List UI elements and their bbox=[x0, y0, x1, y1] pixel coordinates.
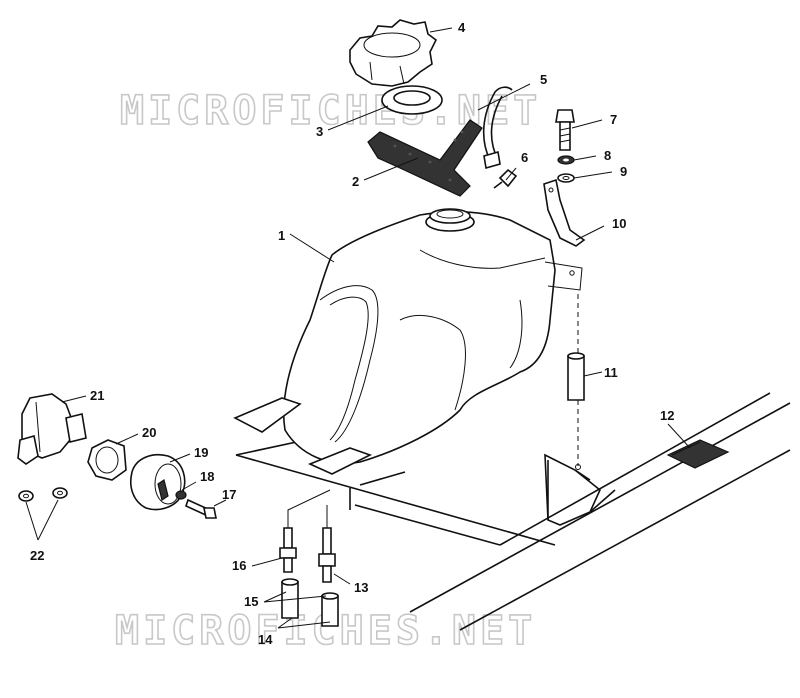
callout-9: 9 bbox=[620, 164, 627, 179]
screw-17 bbox=[185, 498, 217, 519]
hex-nut-20 bbox=[87, 439, 127, 481]
callout-22: 22 bbox=[30, 548, 44, 563]
cap-gasket bbox=[381, 85, 443, 115]
fuel-cap bbox=[349, 19, 438, 87]
washer-9 bbox=[557, 173, 575, 183]
valve-knob-19 bbox=[130, 454, 186, 511]
bolt-7 bbox=[555, 109, 575, 151]
spacer-11 bbox=[567, 352, 585, 401]
callout-18: 18 bbox=[200, 469, 214, 484]
fitting-13 bbox=[318, 527, 336, 583]
fuel-tank bbox=[233, 208, 583, 475]
callout-20: 20 bbox=[142, 425, 156, 440]
fitting-leader-lines bbox=[287, 489, 331, 528]
decal-12 bbox=[666, 439, 730, 469]
callout-4: 4 bbox=[458, 20, 466, 35]
callout-6: 6 bbox=[521, 150, 528, 165]
hose-clamp-right bbox=[321, 592, 339, 627]
callout-1: 1 bbox=[278, 228, 285, 243]
bracket-10 bbox=[543, 178, 586, 247]
callout-10: 10 bbox=[612, 216, 626, 231]
callout-2: 2 bbox=[352, 174, 359, 189]
callout-11: 11 bbox=[604, 365, 618, 380]
foam-pad bbox=[367, 119, 483, 197]
callout-17: 17 bbox=[222, 487, 236, 502]
callout-12: 12 bbox=[660, 408, 674, 423]
frame-rails bbox=[235, 392, 791, 631]
leader-lines bbox=[25, 27, 691, 629]
callout-21: 21 bbox=[90, 388, 104, 403]
washer-22a bbox=[18, 490, 34, 502]
fitting-16 bbox=[279, 527, 297, 573]
callout-3: 3 bbox=[316, 124, 323, 139]
callout-13: 13 bbox=[354, 580, 368, 595]
callout-16: 16 bbox=[232, 558, 246, 573]
washer-8 bbox=[557, 155, 575, 165]
callout-7: 7 bbox=[610, 112, 617, 127]
callout-19: 19 bbox=[194, 445, 208, 460]
washer-22b bbox=[52, 487, 68, 499]
callout-5: 5 bbox=[540, 72, 547, 87]
fuel-valve-21 bbox=[17, 393, 87, 465]
callout-14: 14 bbox=[258, 632, 273, 647]
callout-15: 15 bbox=[244, 594, 258, 609]
callout-8: 8 bbox=[604, 148, 611, 163]
vent-hose bbox=[482, 86, 513, 170]
hose-clamp-left bbox=[281, 578, 299, 619]
washer-18 bbox=[175, 490, 187, 500]
